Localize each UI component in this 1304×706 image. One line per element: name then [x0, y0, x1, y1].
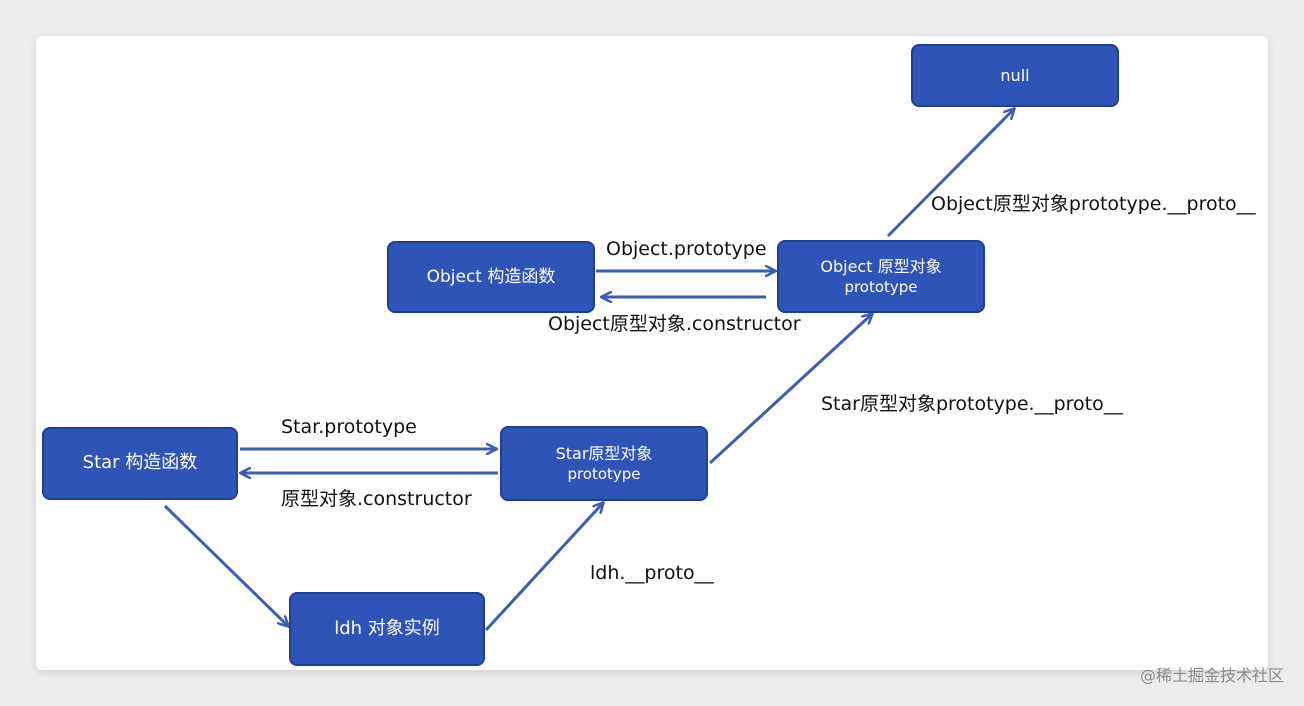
star-constructor-node[interactable]: Star 构造函数 [42, 427, 238, 500]
object-constructor-node[interactable]: Object 构造函数 [387, 241, 595, 313]
label-star-proto-to-object: Star原型对象prototype.__proto__ [821, 393, 1123, 415]
null-node[interactable]: null [911, 44, 1119, 107]
arrow-object-prototype-to-null [886, 109, 1014, 238]
ldh-instance-label: ldh 对象实例 [334, 617, 440, 639]
label-object-proto-to-null: Object原型对象prototype.__proto__ [931, 193, 1256, 215]
object-prototype-title: Object 原型对象 [820, 256, 942, 276]
arrow-ldh-proto [484, 503, 603, 632]
star-prototype-title: Star原型对象 [555, 443, 653, 463]
diagram-canvas [36, 36, 1268, 670]
star-prototype-sub: prototype [567, 465, 641, 484]
label-ldh-proto: ldh.__proto__ [590, 562, 714, 584]
watermark: @稀土掘金技术社区 [1139, 666, 1284, 685]
label-object-prototype: Object.prototype [606, 238, 767, 260]
arrow-star-to-ldh [163, 504, 288, 626]
object-constructor-label: Object 构造函数 [426, 266, 556, 287]
label-object-constructor: Object原型对象.constructor [548, 313, 801, 335]
star-prototype-node[interactable]: Star原型对象 prototype [500, 426, 708, 501]
label-star-prototype: Star.prototype [281, 416, 417, 438]
object-prototype-node[interactable]: Object 原型对象 prototype [777, 240, 985, 313]
label-star-constructor: 原型对象.constructor [281, 488, 472, 510]
null-node-label: null [1000, 65, 1030, 85]
object-prototype-sub: prototype [844, 278, 918, 297]
ldh-instance-node[interactable]: ldh 对象实例 [289, 592, 485, 666]
star-constructor-label: Star 构造函数 [82, 452, 198, 474]
arrow-star-prototype-to-object-prototype [708, 314, 872, 465]
